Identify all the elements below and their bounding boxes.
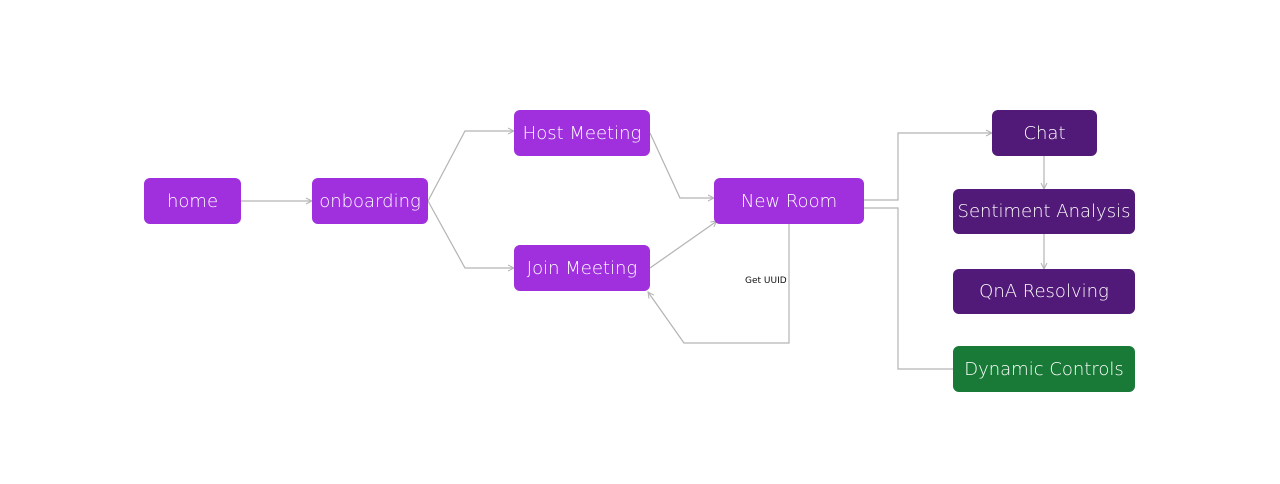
node-dynamic-controls[interactable]: Dynamic Controls: [953, 346, 1135, 392]
node-onboarding[interactable]: onboarding: [312, 178, 428, 224]
edge-label-get-uuid: Get UUID: [745, 276, 787, 286]
edge-newroom-dynamic: [864, 207, 953, 370]
node-qna-resolving[interactable]: QnA Resolving: [953, 269, 1135, 314]
node-home[interactable]: home: [144, 178, 241, 224]
edge-onboarding-join: [427, 200, 514, 268]
edge-newroom-join-uuid: [648, 224, 790, 344]
edge-join-newroom: [649, 221, 717, 269]
edge-newroom-chat: [864, 133, 992, 201]
node-sentiment-analysis[interactable]: Sentiment Analysis: [953, 189, 1135, 234]
node-new-room[interactable]: New Room: [714, 178, 864, 224]
node-chat[interactable]: Chat: [992, 110, 1097, 156]
node-host-meeting[interactable]: Host Meeting: [514, 110, 650, 156]
edge-onboarding-host: [427, 131, 514, 202]
edge-host-newroom: [649, 132, 714, 198]
node-join-meeting[interactable]: Join Meeting: [514, 245, 650, 291]
